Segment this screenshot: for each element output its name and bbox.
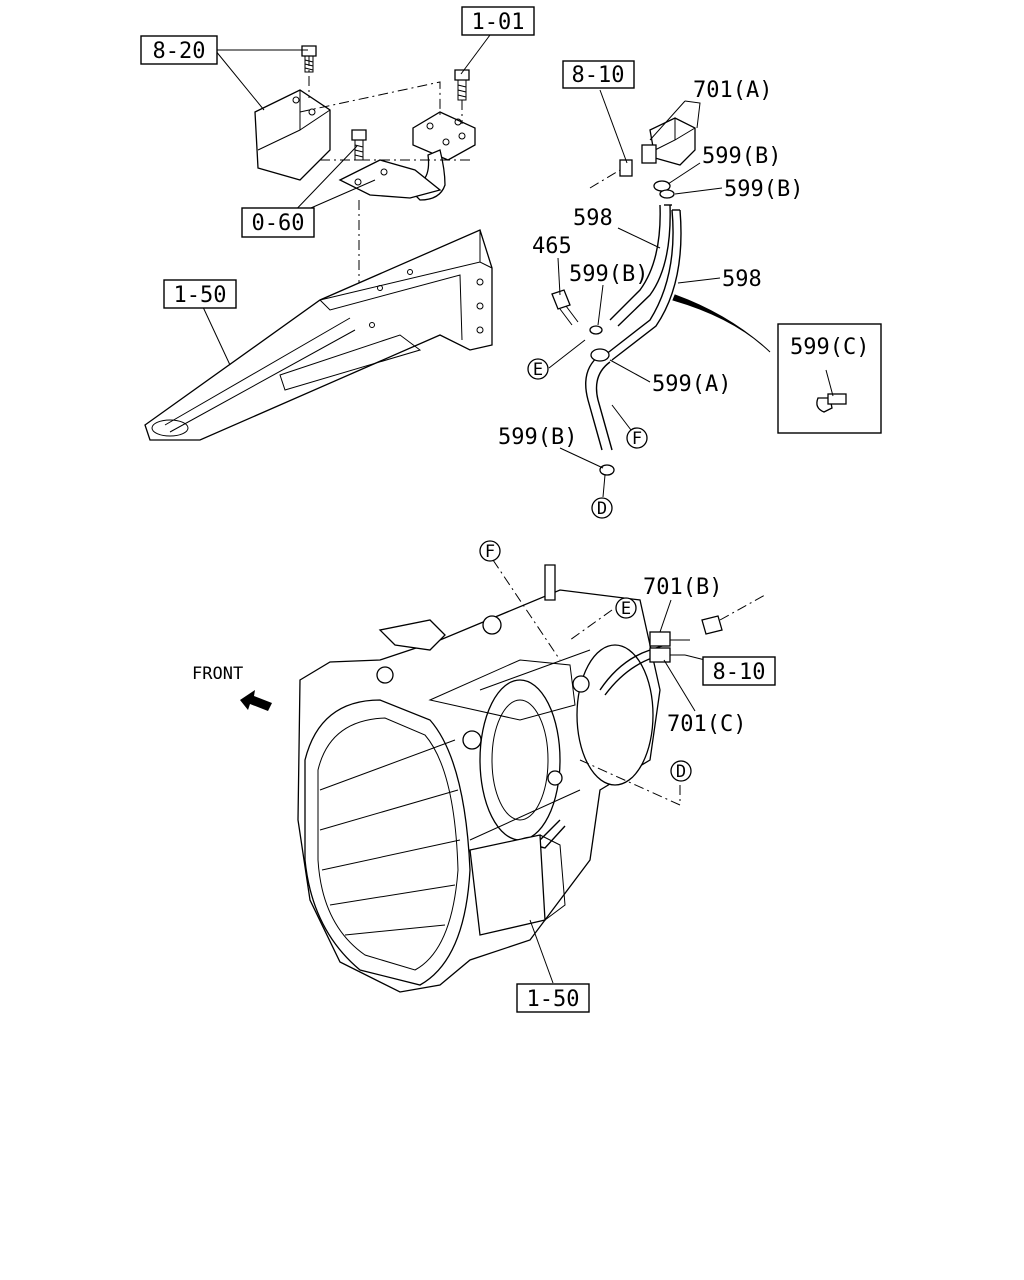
part-label-599a: 599(A) (652, 372, 731, 397)
ref-box-8-10-top (562, 60, 635, 89)
marker-e-top: E (533, 360, 543, 380)
clip-599c (816, 369, 847, 413)
part-label-598-2: 598 (722, 267, 762, 292)
front-arrow-icon (240, 690, 272, 711)
part-label-598-1: 598 (573, 206, 613, 231)
ref-label-1-50-top: 1-50 (174, 283, 227, 308)
bracket-assembly (254, 45, 476, 295)
ref-box-8-20 (140, 35, 218, 65)
marker-circle-f-bottom (479, 540, 501, 562)
ref-label-8-10-bottom: 8-10 (713, 660, 766, 685)
ref-box-1-50-top (163, 279, 237, 309)
ref-label-8-20: 8-20 (153, 39, 206, 64)
ref-label-1-50-bottom: 1-50 (527, 987, 580, 1012)
part-label-701b: 701(B) (643, 575, 722, 600)
part-label-599b-3: 599(B) (569, 262, 648, 287)
marker-circle-d-bottom (670, 760, 692, 782)
exhaust-assembly (297, 559, 766, 993)
marker-f-top: F (632, 429, 642, 449)
hose-assembly (551, 117, 771, 476)
marker-circle-e-bottom (615, 597, 637, 619)
ref-box-0-60 (241, 207, 315, 238)
marker-circle-d-top (591, 497, 613, 519)
ref-label-0-60: 0-60 (252, 211, 305, 236)
inset-box-599c (777, 323, 882, 434)
part-label-599c: 599(C) (790, 335, 869, 360)
frame-member-top (144, 229, 493, 441)
marker-circle-f-top (626, 427, 648, 449)
ref-label-8-10-top: 8-10 (572, 63, 625, 88)
marker-e-bottom: E (621, 599, 631, 619)
leader-lines (202, 34, 723, 984)
marker-d-bottom: D (676, 762, 686, 782)
front-label: FRONT (192, 664, 243, 684)
part-label-465: 465 (532, 234, 572, 259)
ref-box-1-50-bottom (516, 983, 590, 1013)
ref-box-1-01 (461, 6, 535, 36)
marker-circle-e-top (527, 358, 549, 380)
part-label-599b-4: 599(B) (498, 425, 577, 450)
marker-d-top: D (597, 499, 607, 519)
part-label-599b-1: 599(B) (702, 144, 781, 169)
ref-box-8-10-bottom (702, 656, 776, 686)
part-label-701c: 701(C) (667, 712, 746, 737)
marker-f-bottom: F (485, 542, 495, 562)
part-label-701a: 701(A) (693, 78, 772, 103)
part-label-599b-2: 599(B) (724, 177, 803, 202)
ref-label-1-01: 1-01 (472, 10, 525, 35)
